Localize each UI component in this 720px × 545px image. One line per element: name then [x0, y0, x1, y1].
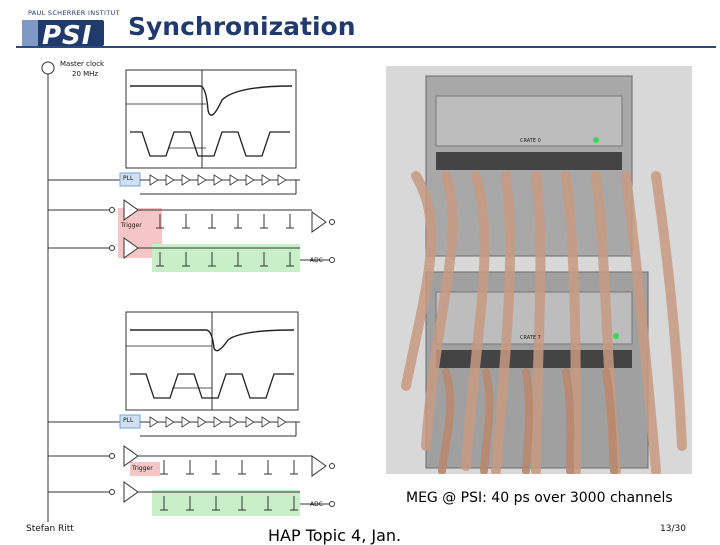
crate-top-label: CRATE 0: [520, 138, 541, 144]
pll-label-lower: PLL: [123, 417, 134, 424]
adc-label-upper: ADC: [310, 257, 323, 264]
page-title: Synchronization: [128, 12, 356, 41]
footer-author: Stefan Ritt: [26, 524, 74, 534]
crate-photo-graphic: [386, 66, 692, 474]
upper-drs-chain: [48, 172, 335, 272]
lower-scope-trace: [125, 311, 299, 411]
logo-top-text: PAUL SCHERRER INSTITUT: [28, 9, 120, 17]
lower-drs-chain: [48, 414, 335, 516]
footer-page-number: 13/30: [660, 524, 686, 534]
pll-label-upper: PLL: [123, 175, 134, 182]
master-clock-label: Master clock: [60, 60, 105, 68]
title-rule: [16, 46, 716, 48]
crate-bottom-label: CRATE 7: [520, 335, 541, 341]
photo-caption: MEG @ PSI: 40 ps over 3000 channels: [406, 490, 673, 506]
crate-photo: CRATE 0 CRATE 7: [386, 66, 692, 474]
upper-scope-trace: [125, 69, 297, 169]
adc-label-lower: ADC: [310, 501, 323, 508]
psi-logo-graphic: [22, 20, 104, 46]
footer-event: HAP Topic 4, Jan.: [268, 526, 402, 545]
master-clock-source: [41, 61, 55, 75]
master-clock-frequency: 20 MHz: [72, 70, 99, 78]
trigger-label-lower: Trigger: [132, 465, 153, 472]
trigger-label-upper: Trigger: [121, 222, 142, 229]
